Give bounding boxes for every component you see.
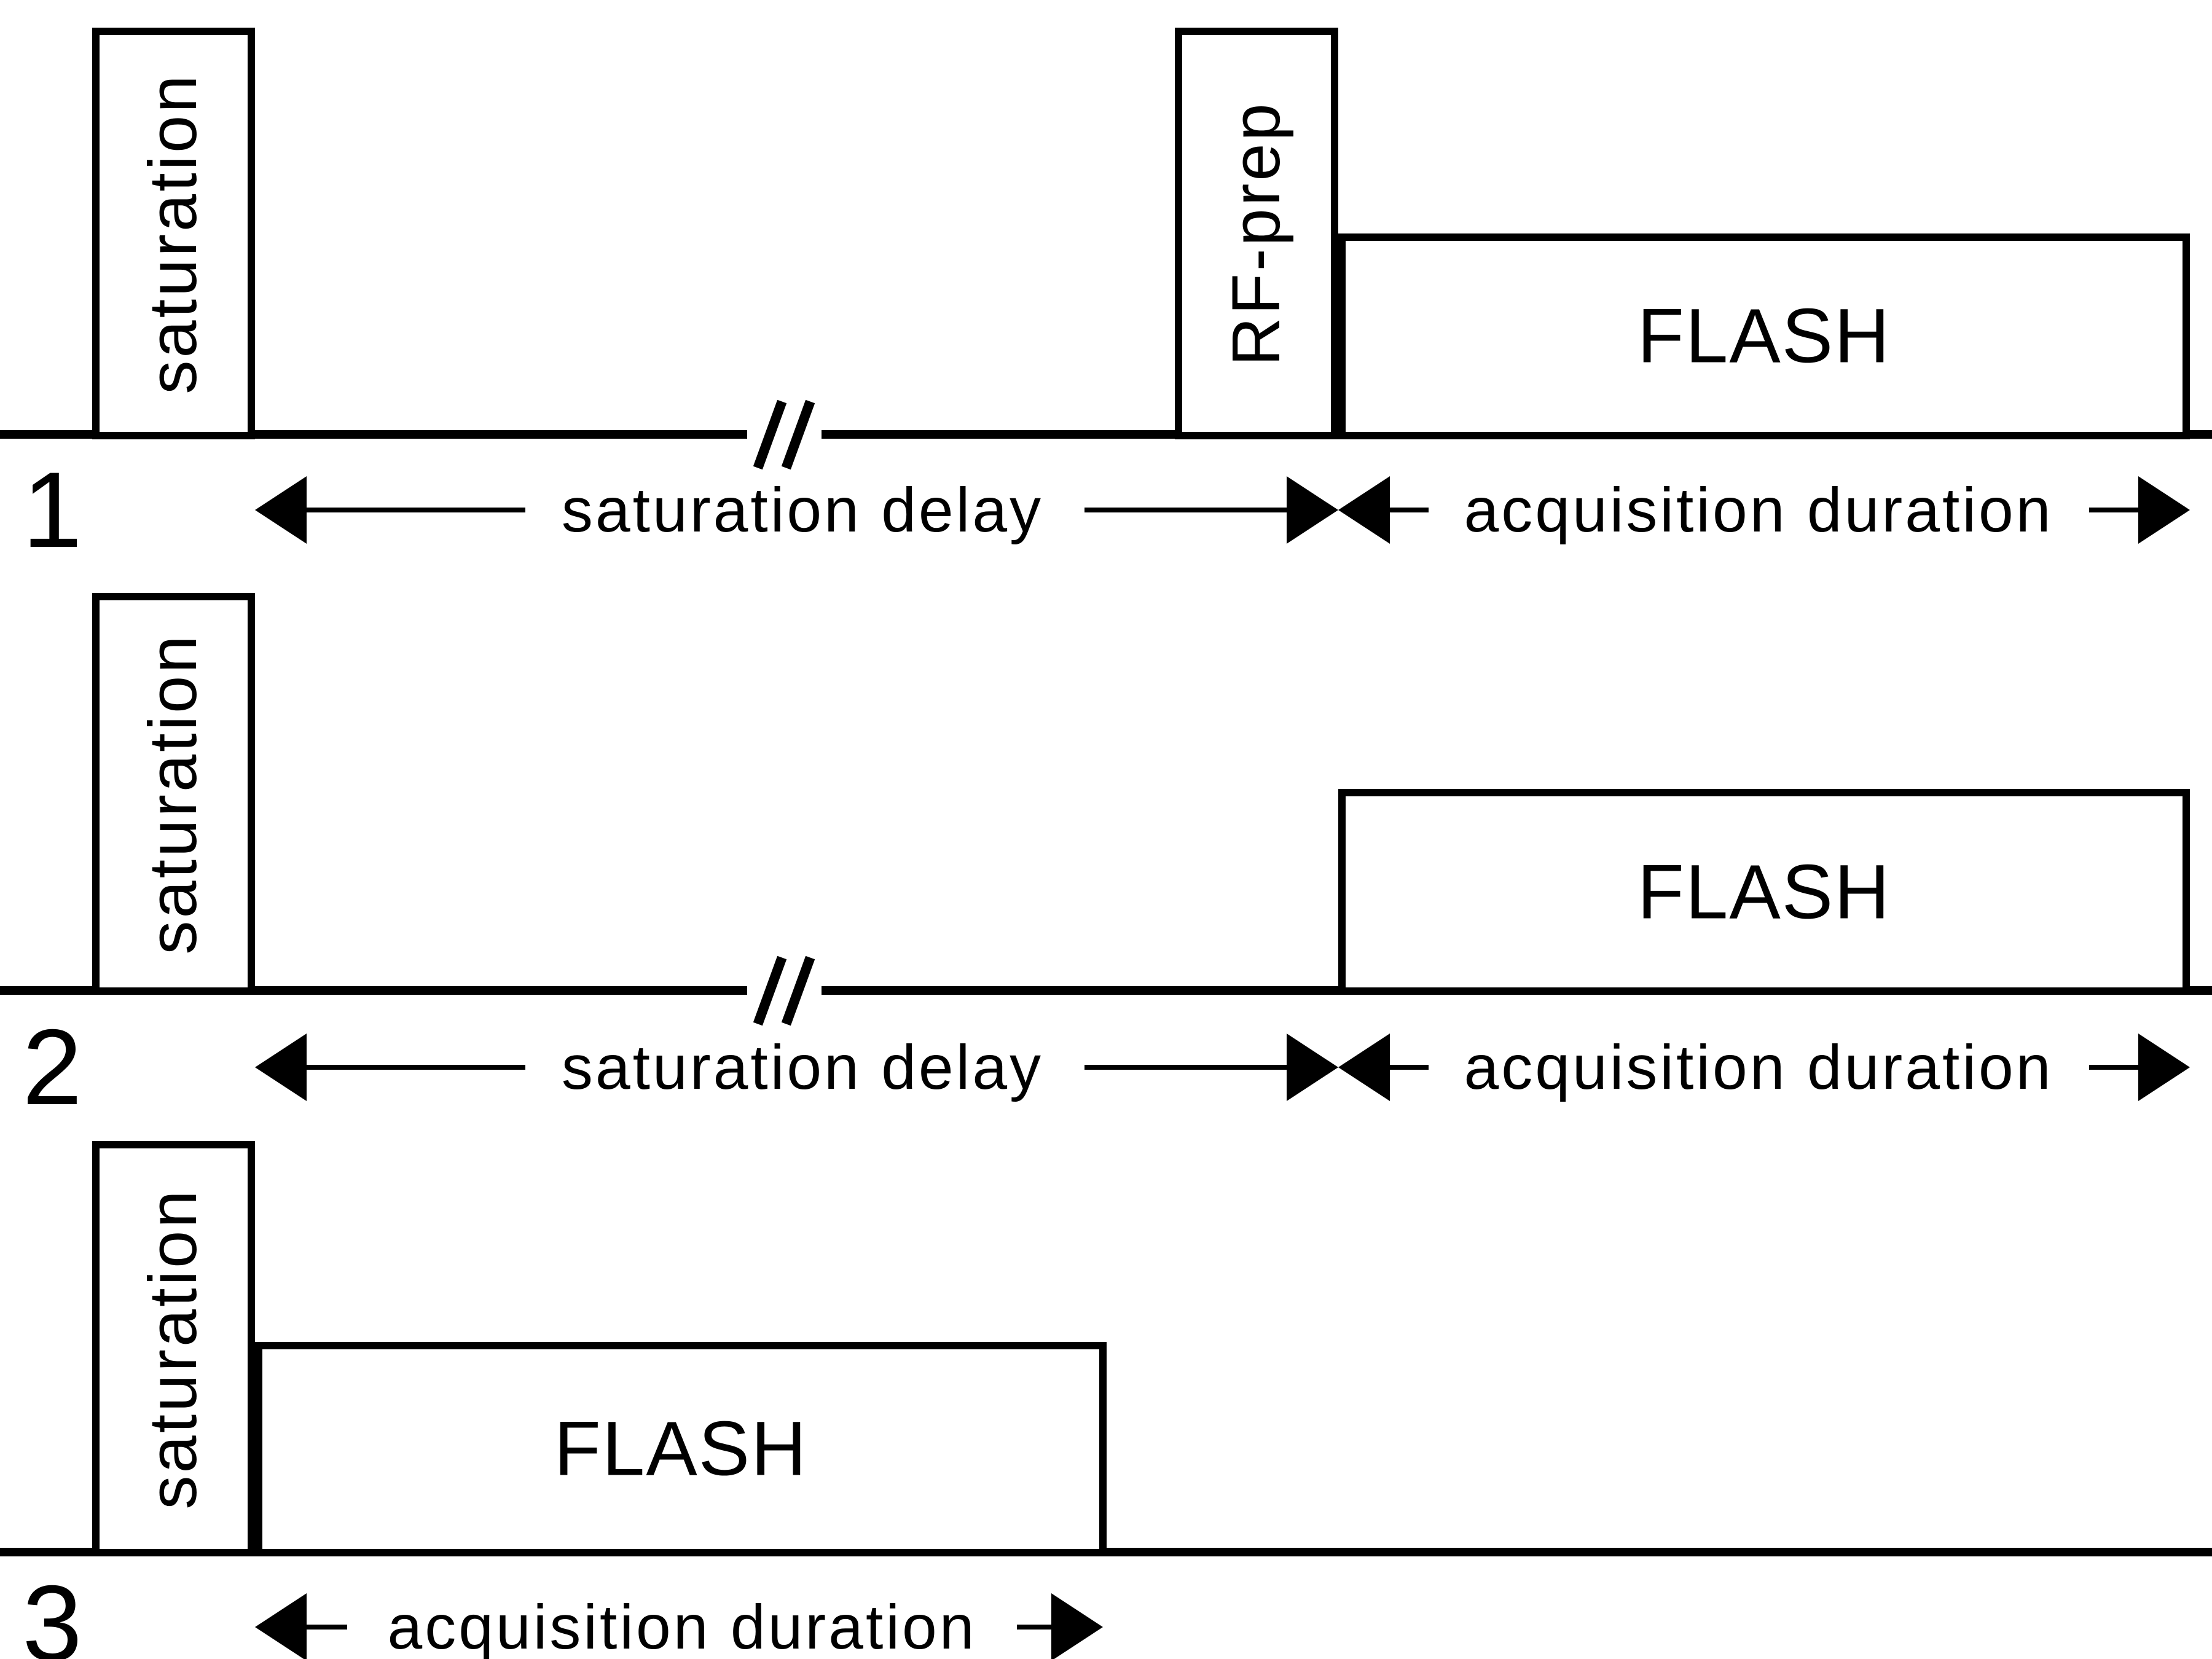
row1-index-label: 1 <box>22 450 82 570</box>
row3-acquisition-duration-label: acquisition duration <box>387 1592 977 1659</box>
arrow-right-icon <box>2138 476 2190 544</box>
row2-timeline-break-icon <box>753 955 787 1026</box>
arrow-line <box>2089 508 2141 512</box>
row1-saturation-pulse <box>92 28 255 439</box>
arrow-right-icon <box>1287 476 1338 544</box>
arrow-left-icon <box>255 1033 307 1101</box>
row2-saturation-pulse-label: saturation <box>135 633 211 955</box>
arrow-line <box>2089 1065 2141 1070</box>
arrow-line <box>304 1625 347 1630</box>
row2-index-label: 2 <box>22 1008 82 1128</box>
row1-saturation-delay-label: saturation delay <box>561 475 1044 545</box>
arrow-left-icon <box>1338 1033 1390 1101</box>
arrow-right-icon <box>2138 1033 2190 1101</box>
arrow-line <box>1084 508 1287 512</box>
row3-flash-block <box>255 1342 1107 1556</box>
row2-acquisition-duration-label: acquisition duration <box>1464 1032 2053 1102</box>
row2-flash-block <box>1338 789 2190 995</box>
row1-timeline-break-icon <box>753 399 787 470</box>
arrow-line <box>304 508 525 512</box>
row3-flash-label: FLASH <box>554 1406 808 1492</box>
row1-flash-block <box>1338 233 2190 439</box>
arrow-left-icon <box>255 476 307 544</box>
row3-saturation-pulse-label: saturation <box>135 1188 211 1510</box>
arrow-left-icon <box>255 1593 307 1659</box>
row1-saturation-pulse-label: saturation <box>135 73 211 394</box>
row2-timeline-break-icon <box>781 955 815 1026</box>
row3-saturation-pulse <box>92 1141 255 1556</box>
row2-saturation-delay-label: saturation delay <box>561 1032 1044 1102</box>
arrow-left-icon <box>1338 476 1390 544</box>
arrow-right-icon <box>1051 1593 1103 1659</box>
row3-index-label: 3 <box>22 1564 82 1659</box>
row2-saturation-pulse <box>92 593 255 995</box>
row1-flash-label: FLASH <box>1637 293 1891 379</box>
arrow-line <box>1017 1625 1054 1630</box>
arrow-line <box>1084 1065 1287 1070</box>
arrow-line <box>1389 508 1429 512</box>
row1-rf-prep-pulse <box>1175 28 1338 439</box>
row1-rf-prep-pulse-label: RF-prep <box>1218 101 1294 366</box>
arrow-line <box>304 1065 525 1070</box>
row2-flash-label: FLASH <box>1637 849 1891 935</box>
arrow-line <box>1389 1065 1429 1070</box>
row1-acquisition-duration-label: acquisition duration <box>1464 475 2053 545</box>
arrow-right-icon <box>1287 1033 1338 1101</box>
row1-timeline-break-icon <box>781 399 815 470</box>
